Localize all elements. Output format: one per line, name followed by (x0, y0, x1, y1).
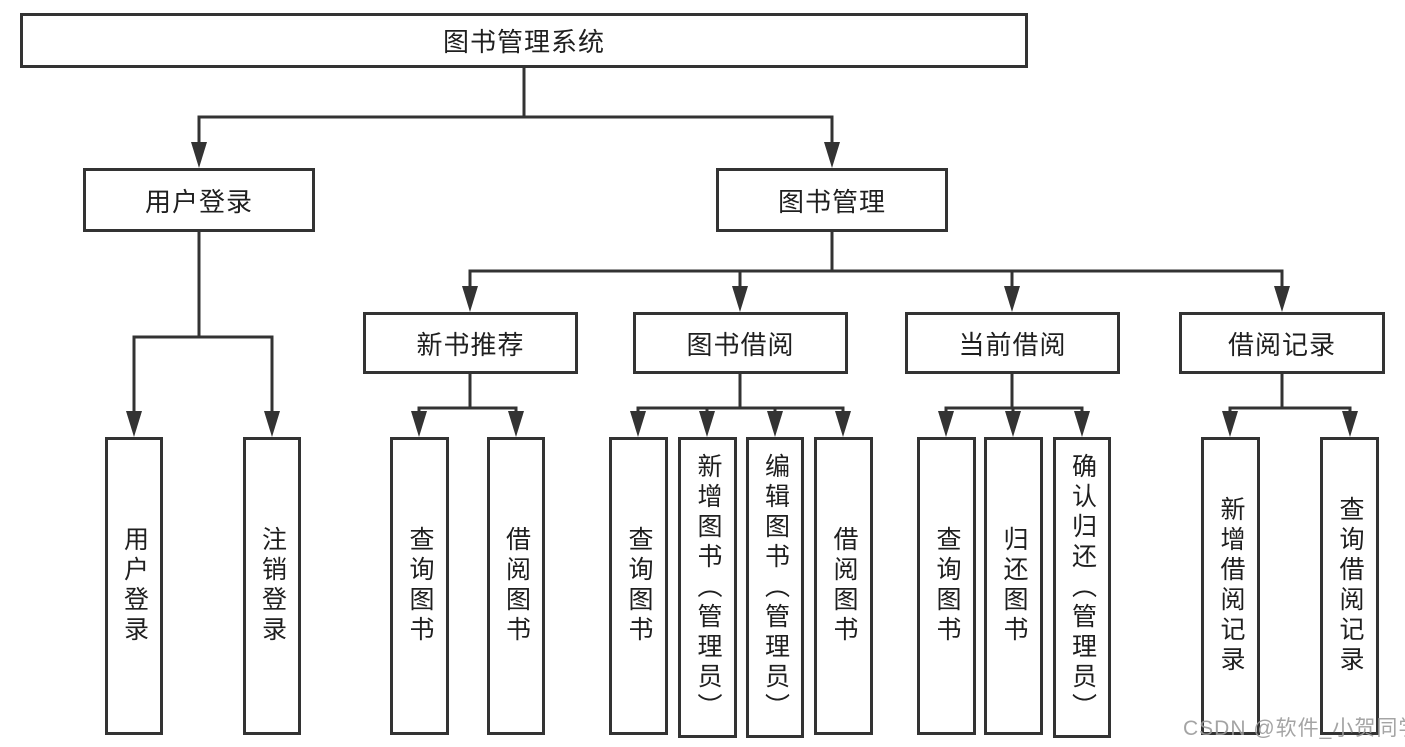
node-borrow-records: 借阅记录 (1179, 312, 1385, 374)
leaf-query-borrow-record: 查询借阅记录 (1320, 437, 1379, 735)
leaf-confirm-return-admin: 确认归还（管理员） (1053, 437, 1111, 738)
node-user-login: 用户登录 (83, 168, 315, 232)
leaf-query-book-current: 查询图书 (917, 437, 976, 735)
leaf-return-book: 归还图书 (984, 437, 1043, 735)
node-current-borrow: 当前借阅 (905, 312, 1120, 374)
leaf-logout: 注销登录 (243, 437, 301, 735)
leaf-borrow-book-recommend: 借阅图书 (487, 437, 545, 735)
node-root: 图书管理系统 (20, 13, 1028, 68)
watermark: CSDN @软件_小贺同学 (1183, 717, 1405, 740)
node-book-management: 图书管理 (716, 168, 948, 232)
node-book-borrow: 图书借阅 (633, 312, 848, 374)
leaf-add-book-admin: 新增图书（管理员） (678, 437, 737, 738)
leaf-add-borrow-record: 新增借阅记录 (1201, 437, 1260, 735)
node-new-book-recommend: 新书推荐 (363, 312, 578, 374)
leaf-query-book-borrow: 查询图书 (609, 437, 668, 735)
leaf-query-book-recommend: 查询图书 (390, 437, 449, 735)
leaf-borrow-book: 借阅图书 (814, 437, 873, 735)
leaf-user-login: 用户登录 (105, 437, 163, 735)
leaf-edit-book-admin: 编辑图书（管理员） (746, 437, 804, 738)
